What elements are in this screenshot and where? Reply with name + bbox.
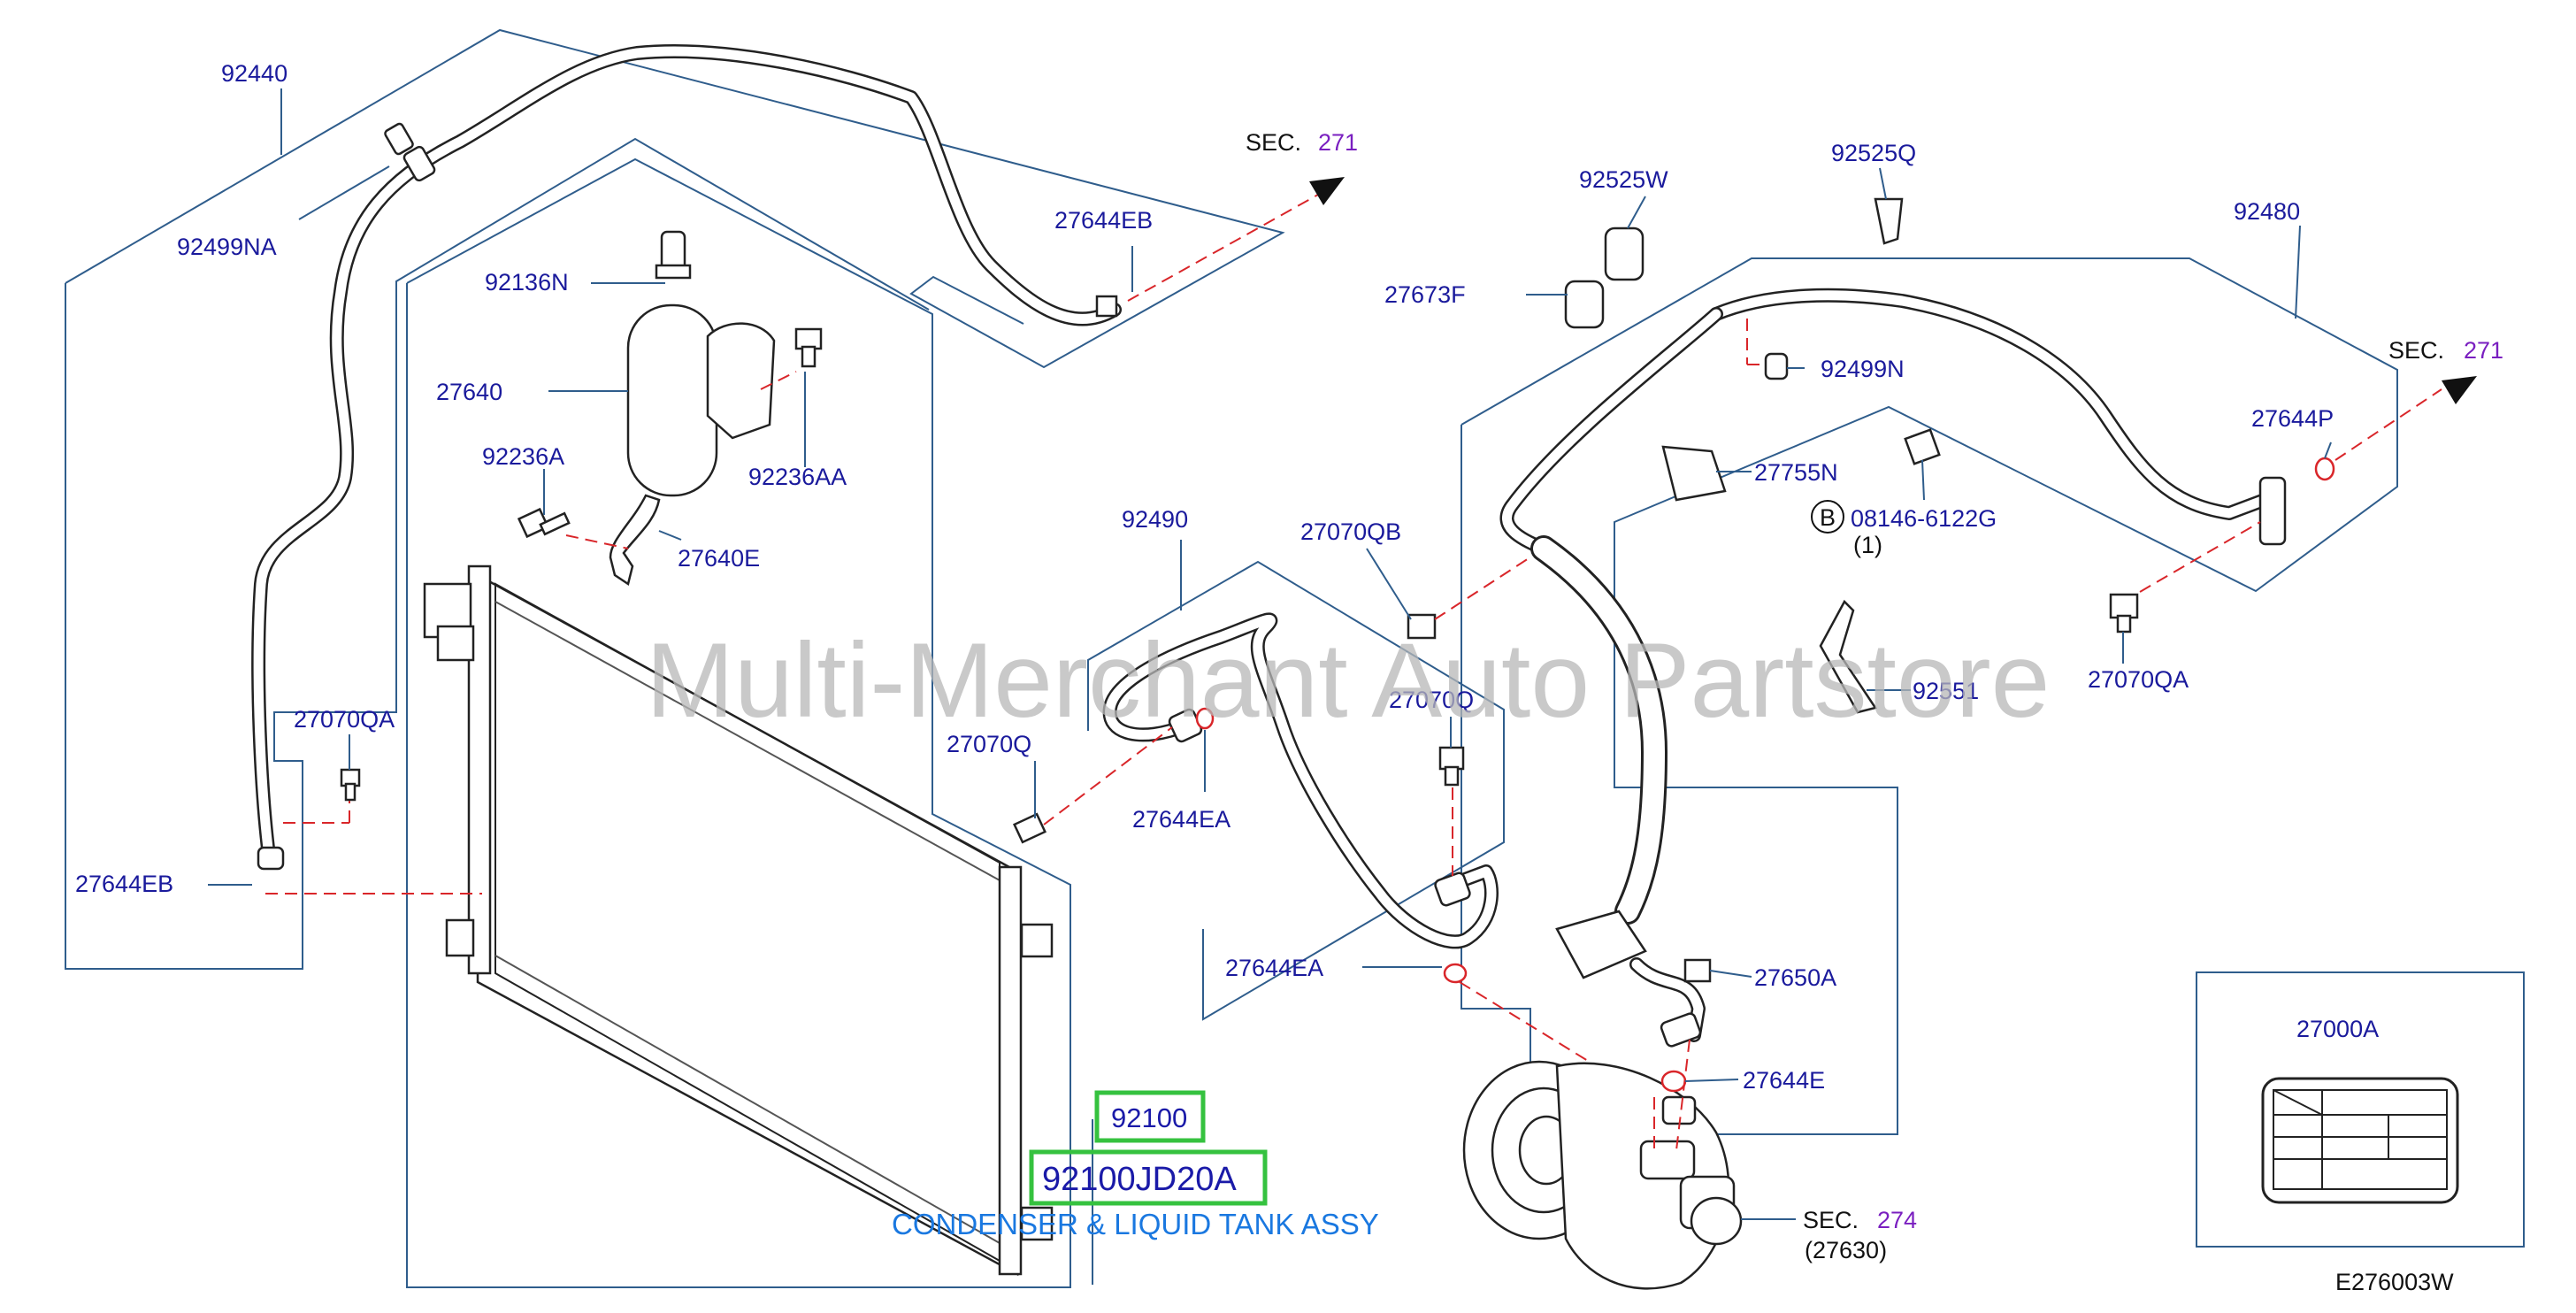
sec-271-right-number: 271 bbox=[2464, 337, 2503, 364]
label-92100-description: CONDENSER & LIQUID TANK ASSY bbox=[892, 1208, 1379, 1240]
label-92440: 92440 bbox=[221, 60, 288, 87]
sensor-27755N bbox=[1661, 445, 1727, 502]
label-27070Q-right: 27070Q bbox=[1389, 687, 1474, 713]
label-92499NA: 92499NA bbox=[177, 234, 277, 260]
label-27644P: 27644P bbox=[2251, 405, 2334, 432]
group-boundary-condenser bbox=[406, 157, 1071, 1288]
label-27070Q-left: 27070Q bbox=[947, 731, 1031, 757]
marker-b-circle bbox=[1811, 500, 1844, 534]
label-92100JD20A: 92100JD20A bbox=[1042, 1161, 1237, 1198]
sleeve-27673F bbox=[1564, 280, 1605, 329]
group-boundary-92440 bbox=[65, 28, 1285, 369]
oring-27644P bbox=[2314, 457, 2335, 481]
watermark: Multi-Merchant Auto Partstore bbox=[646, 621, 2050, 740]
condenser-92100 bbox=[423, 564, 1054, 1277]
clamp-bracket bbox=[706, 322, 776, 440]
sec-271-top-prefix: SEC. bbox=[1246, 129, 1301, 156]
label-27644EA-upper: 27644EA bbox=[1132, 806, 1230, 833]
label-92100: 92100 bbox=[1111, 1102, 1187, 1133]
bolt-27070Q-right bbox=[1438, 746, 1465, 771]
label-92499N: 92499N bbox=[1821, 356, 1905, 382]
label-92136N: 92136N bbox=[485, 269, 569, 296]
bolt-08146-6122G bbox=[1904, 428, 1941, 465]
label-27755N: 27755N bbox=[1754, 459, 1838, 486]
bolt-27070QB bbox=[1407, 613, 1437, 640]
fitting-92480-right bbox=[2258, 476, 2287, 546]
label-27644EB-top: 27644EB bbox=[1054, 207, 1153, 234]
label-27644EB-left: 27644EB bbox=[75, 871, 173, 897]
nut-27650A bbox=[1683, 958, 1712, 983]
label-27640E: 27640E bbox=[678, 545, 760, 572]
bolt-92236AA bbox=[794, 327, 823, 350]
bolt-27070QA-right bbox=[2109, 593, 2139, 619]
label-92480: 92480 bbox=[2234, 198, 2300, 225]
bracket-92551 bbox=[1819, 599, 1878, 714]
group-boundary-92440-left bbox=[65, 137, 930, 970]
label-27644EA-lower: 27644EA bbox=[1225, 955, 1323, 981]
oring-27644E bbox=[1660, 1070, 1687, 1093]
clip-92525W bbox=[1604, 227, 1644, 281]
label-27000A: 27000A bbox=[2296, 1016, 2379, 1042]
clip-92525Q bbox=[1874, 197, 1904, 245]
label-27070QB: 27070QB bbox=[1300, 518, 1401, 545]
label-27070QA-left: 27070QA bbox=[294, 706, 395, 733]
label-92525Q: 92525Q bbox=[1831, 140, 1916, 166]
sec-271-right-prefix: SEC. bbox=[2388, 337, 2444, 364]
arrow-sec-271-top bbox=[1309, 177, 1345, 205]
label-27644E: 27644E bbox=[1743, 1067, 1825, 1094]
fitting-92440-end bbox=[1095, 295, 1118, 318]
label-08146-6122G: 08146-6122G bbox=[1851, 505, 1997, 532]
bracket-27640E bbox=[609, 494, 661, 587]
label-92525W: 92525W bbox=[1579, 166, 1668, 193]
cap-92499NA-b bbox=[402, 145, 436, 182]
cap-92499N bbox=[1764, 352, 1789, 380]
label-27650A: 27650A bbox=[1754, 964, 1836, 991]
label-plate-27000A bbox=[2261, 1077, 2459, 1204]
liquid-tank-27640 bbox=[626, 303, 718, 497]
sec-274-subref: (27630) bbox=[1805, 1237, 1887, 1263]
label-92551: 92551 bbox=[1913, 678, 1979, 704]
label-27673F: 27673F bbox=[1384, 281, 1466, 308]
oring-27644EA-upper bbox=[1195, 707, 1215, 730]
bolt-27070Q-left bbox=[1013, 812, 1046, 844]
label-08146-6122G-qty: (1) bbox=[1853, 532, 1882, 558]
bolt-92236A bbox=[517, 507, 550, 539]
marker-b: B bbox=[1820, 504, 1836, 531]
oring-27644EA-lower bbox=[1443, 963, 1468, 984]
diagram-code: E276003W bbox=[2335, 1269, 2454, 1295]
label-92490: 92490 bbox=[1122, 506, 1188, 533]
label-box-27000A bbox=[2196, 971, 2525, 1248]
highlight-box-92100 bbox=[1094, 1090, 1206, 1143]
arrow-sec-271-right bbox=[2442, 376, 2477, 404]
label-27640: 27640 bbox=[436, 379, 502, 405]
sec-271-top-number: 271 bbox=[1318, 129, 1358, 156]
sec-274-prefix: SEC. bbox=[1803, 1207, 1859, 1233]
highlight-box-92100JD20A bbox=[1029, 1149, 1268, 1206]
label-27070QA-right: 27070QA bbox=[2088, 666, 2189, 693]
group-boundary-92480 bbox=[1460, 257, 2398, 1135]
cap-92499NA-a bbox=[384, 122, 414, 156]
sec-274-number: 274 bbox=[1877, 1207, 1917, 1233]
label-92236AA: 92236AA bbox=[748, 464, 847, 490]
label-92236A: 92236A bbox=[482, 443, 564, 470]
fitting-92440-lower bbox=[257, 846, 285, 871]
compressor-27630 bbox=[1462, 1060, 1743, 1290]
group-boundary-92490 bbox=[1087, 560, 1505, 1021]
